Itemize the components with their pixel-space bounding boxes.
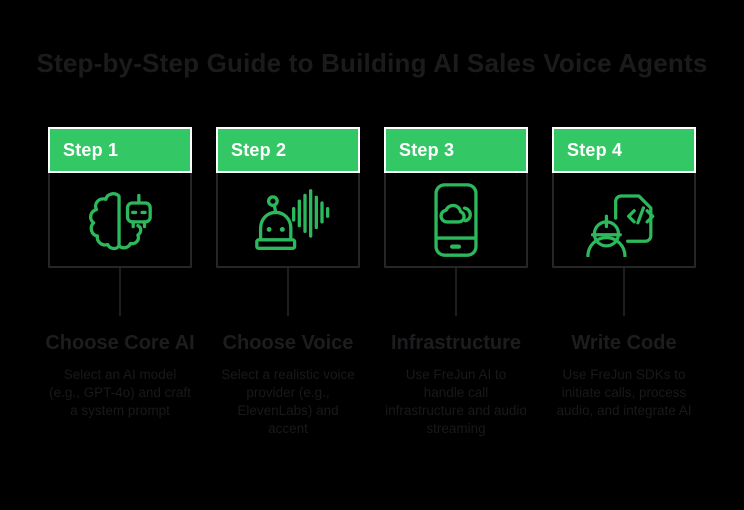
- step-4-icon-box: [552, 173, 696, 268]
- step-column-4: Step 4 Write Code Use FreJun SDKs to ini…: [552, 127, 696, 438]
- step-1-heading: Choose Core AI: [45, 332, 195, 354]
- voice-robot-icon: [255, 188, 330, 250]
- step-1-description: Select an AI model (e.g., GPT-4o) and cr…: [49, 367, 191, 418]
- step-4-badge-label: Step 4: [567, 139, 623, 160]
- step-column-3: Step 3 Infrastructure Use FreJun AI to h…: [384, 127, 528, 438]
- step-2-badge: Step 2: [216, 127, 360, 173]
- step-2-description: Select a realistic voice provider (e.g.,…: [221, 367, 355, 436]
- step-1-badge: Step 1: [48, 127, 192, 173]
- brain-robot-icon: [89, 191, 152, 250]
- step-3-badge-label: Step 3: [399, 139, 455, 160]
- page-title: Step-by-Step Guide to Building AI Sales …: [36, 48, 708, 78]
- step-2-badge-label: Step 2: [231, 139, 287, 160]
- connector-line: [287, 268, 289, 316]
- steps-row: Step 1 Choose Core AI Select an AI model…: [45, 127, 696, 438]
- phone-cloud-icon: [434, 182, 478, 257]
- step-1-icon-box: [48, 173, 192, 268]
- step-column-1: Step 1 Choose Core AI Select an AI model…: [45, 127, 195, 438]
- step-1-badge-label: Step 1: [63, 139, 119, 160]
- connector-line: [119, 268, 121, 316]
- step-3-heading: Infrastructure: [390, 332, 522, 354]
- step-column-2: Step 2: [216, 127, 360, 438]
- connector-line: [623, 268, 625, 316]
- engineer-code-icon: [586, 193, 655, 257]
- step-4-heading: Write Code: [571, 332, 677, 354]
- step-2-icon-box: [216, 173, 360, 268]
- step-4-badge: Step 4: [552, 127, 696, 173]
- step-3-badge: Step 3: [384, 127, 528, 173]
- connector-line: [455, 268, 457, 316]
- step-3-description: Use FreJun AI to handle call infrastruct…: [385, 367, 527, 436]
- step-2-heading: Choose Voice: [222, 332, 354, 354]
- step-4-description: Use FreJun SDKs to initiate calls, proce…: [556, 367, 692, 418]
- step-3-icon-box: [384, 173, 528, 268]
